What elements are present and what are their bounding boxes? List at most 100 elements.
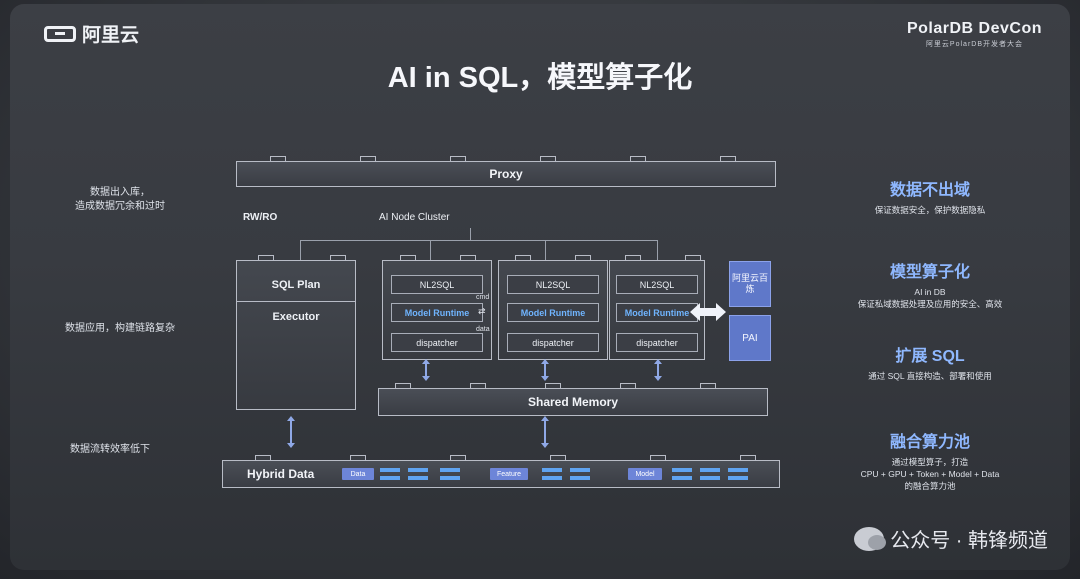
- connector-line: [657, 240, 658, 260]
- connector-tab: [550, 455, 566, 460]
- connector-tab: [350, 455, 366, 460]
- connector-tab: [400, 255, 416, 260]
- logo-text: 阿里云: [82, 25, 140, 46]
- data-stripe: [408, 476, 428, 480]
- divider: [237, 301, 355, 302]
- exchange-arrows-icon: ⇄: [478, 306, 486, 316]
- bailian-service: 阿里云百炼: [729, 261, 771, 307]
- connector-tab: [700, 383, 716, 388]
- ai-node-2: NL2SQL Model Runtime dispatcher: [498, 260, 608, 360]
- bidirectional-arrow-icon: [541, 416, 549, 448]
- hybrid-data-bar: Hybrid Data: [222, 460, 780, 488]
- connector-line: [430, 240, 431, 260]
- double-arrow-icon: [690, 301, 726, 323]
- connector-tab: [360, 156, 376, 161]
- data-chip: Data: [342, 468, 374, 480]
- feature-3-heading: 扩展 SQL: [895, 348, 965, 365]
- connector-tab: [255, 455, 271, 460]
- cmd-label: cmd: [476, 294, 490, 301]
- aliyun-logo: 阿里云: [44, 20, 139, 47]
- data-stripe: [440, 476, 460, 480]
- proxy-label: Proxy: [489, 167, 523, 181]
- connector-tab: [450, 455, 466, 460]
- feature-1-heading: 数据不出域: [889, 182, 970, 199]
- connector-tab: [545, 383, 561, 388]
- data-stripe: [408, 468, 428, 472]
- data-stripe: [380, 468, 400, 472]
- rw-ro-node: SQL Plan Executor: [236, 260, 356, 410]
- feature-stripe: [542, 476, 562, 480]
- connector-tab: [740, 455, 756, 460]
- rw-ro-label: RW/RO: [243, 212, 278, 223]
- feature-4-heading: 融合算力池: [889, 434, 970, 451]
- data-label: data: [476, 326, 490, 333]
- connector-tab: [575, 255, 591, 260]
- connector-tab: [515, 255, 531, 260]
- connector-tab: [470, 383, 486, 388]
- model-stripe: [700, 468, 720, 472]
- shared-memory-label: Shared Memory: [527, 395, 619, 409]
- brand-subtitle: 阿里云PolarDB开发者大会: [925, 41, 1024, 48]
- left-note-1: 数据出入库， 造成数据冗余和过时: [40, 186, 200, 214]
- left-note-1-line2: 造成数据冗余和过时: [75, 201, 165, 212]
- shared-memory-bar: Shared Memory: [378, 388, 768, 416]
- wechat-watermark: 公众号 · 韩锋频道: [854, 524, 1048, 553]
- connector-line: [300, 240, 658, 241]
- nl2sql-cell: NL2SQL: [616, 275, 698, 294]
- feature-4: 融合算力池 通过模型算子，打造 CPU + GPU + Token + Mode…: [820, 428, 1040, 492]
- feature-2: 模型算子化 AI in DB 保证私域数据处理及应用的安全、高效: [820, 258, 1040, 310]
- feature-4-desc-1: 通过模型算子，打造: [891, 457, 969, 467]
- left-note-2: 数据应用，构建链路复杂: [65, 323, 175, 334]
- connector-tab: [330, 255, 346, 260]
- model-stripe: [672, 468, 692, 472]
- model-chip: Model: [628, 468, 662, 480]
- model-runtime-cell: Model Runtime: [507, 303, 599, 322]
- feature-3: 扩展 SQL 通过 SQL 直接构造、部署和使用: [830, 342, 1030, 382]
- connector-line: [545, 240, 546, 260]
- model-stripe: [728, 468, 748, 472]
- connector-tab: [395, 383, 411, 388]
- dispatcher-cell: dispatcher: [391, 333, 483, 352]
- bidirectional-arrow-icon: [287, 416, 295, 448]
- bidirectional-arrow-icon: [654, 359, 662, 381]
- bidirectional-arrow-icon: [541, 359, 549, 381]
- feature-stripe: [570, 468, 590, 472]
- dispatcher-cell: dispatcher: [507, 333, 599, 352]
- bidirectional-arrow-icon: [422, 359, 430, 381]
- data-stripe: [440, 468, 460, 472]
- model-stripe: [672, 476, 692, 480]
- slide-title: AI in SQL，模型算子化: [387, 62, 693, 94]
- dispatcher-cell: dispatcher: [616, 333, 698, 352]
- model-runtime-cell: Model Runtime: [391, 303, 483, 322]
- wechat-icon: [854, 526, 887, 551]
- nl2sql-cell: NL2SQL: [507, 275, 599, 294]
- ai-node-cluster-label: AI Node Cluster: [379, 212, 450, 223]
- left-note-3: 数据流转效率低下: [70, 444, 150, 455]
- model-stripe: [700, 476, 720, 480]
- connector-tab: [450, 156, 466, 161]
- connector-tab: [625, 255, 641, 260]
- connector-tab: [270, 156, 286, 161]
- feature-chip: Feature: [490, 468, 528, 480]
- ai-node-3: NL2SQL Model Runtime dispatcher: [609, 260, 705, 360]
- feature-stripe: [542, 468, 562, 472]
- hybrid-data-label: Hybrid Data: [247, 467, 315, 481]
- feature-1-desc: 保证数据安全，保护数据隐私: [874, 205, 986, 215]
- feature-4-desc-2: CPU + GPU + Token + Model + Data: [860, 469, 1000, 479]
- model-stripe: [728, 476, 748, 480]
- connector-tab: [460, 255, 476, 260]
- connector-line: [470, 228, 471, 240]
- connector-tab: [720, 156, 736, 161]
- pai-service: PAI: [729, 315, 771, 361]
- brand-name: PolarDB DevCon: [906, 20, 1042, 37]
- connector-tab: [650, 455, 666, 460]
- feature-1: 数据不出域 保证数据安全，保护数据隐私: [830, 176, 1030, 216]
- connector-tab: [258, 255, 274, 260]
- ai-node-1: NL2SQL Model Runtime dispatcher: [382, 260, 492, 360]
- watermark-text: 公众号 · 韩锋频道: [890, 530, 1048, 552]
- proxy-bar: Proxy: [236, 161, 776, 187]
- connector-line: [300, 240, 301, 260]
- sql-plan-label: SQL Plan: [271, 279, 321, 291]
- connector-tab: [630, 156, 646, 161]
- left-note-1-line1: 数据出入库，: [90, 187, 150, 198]
